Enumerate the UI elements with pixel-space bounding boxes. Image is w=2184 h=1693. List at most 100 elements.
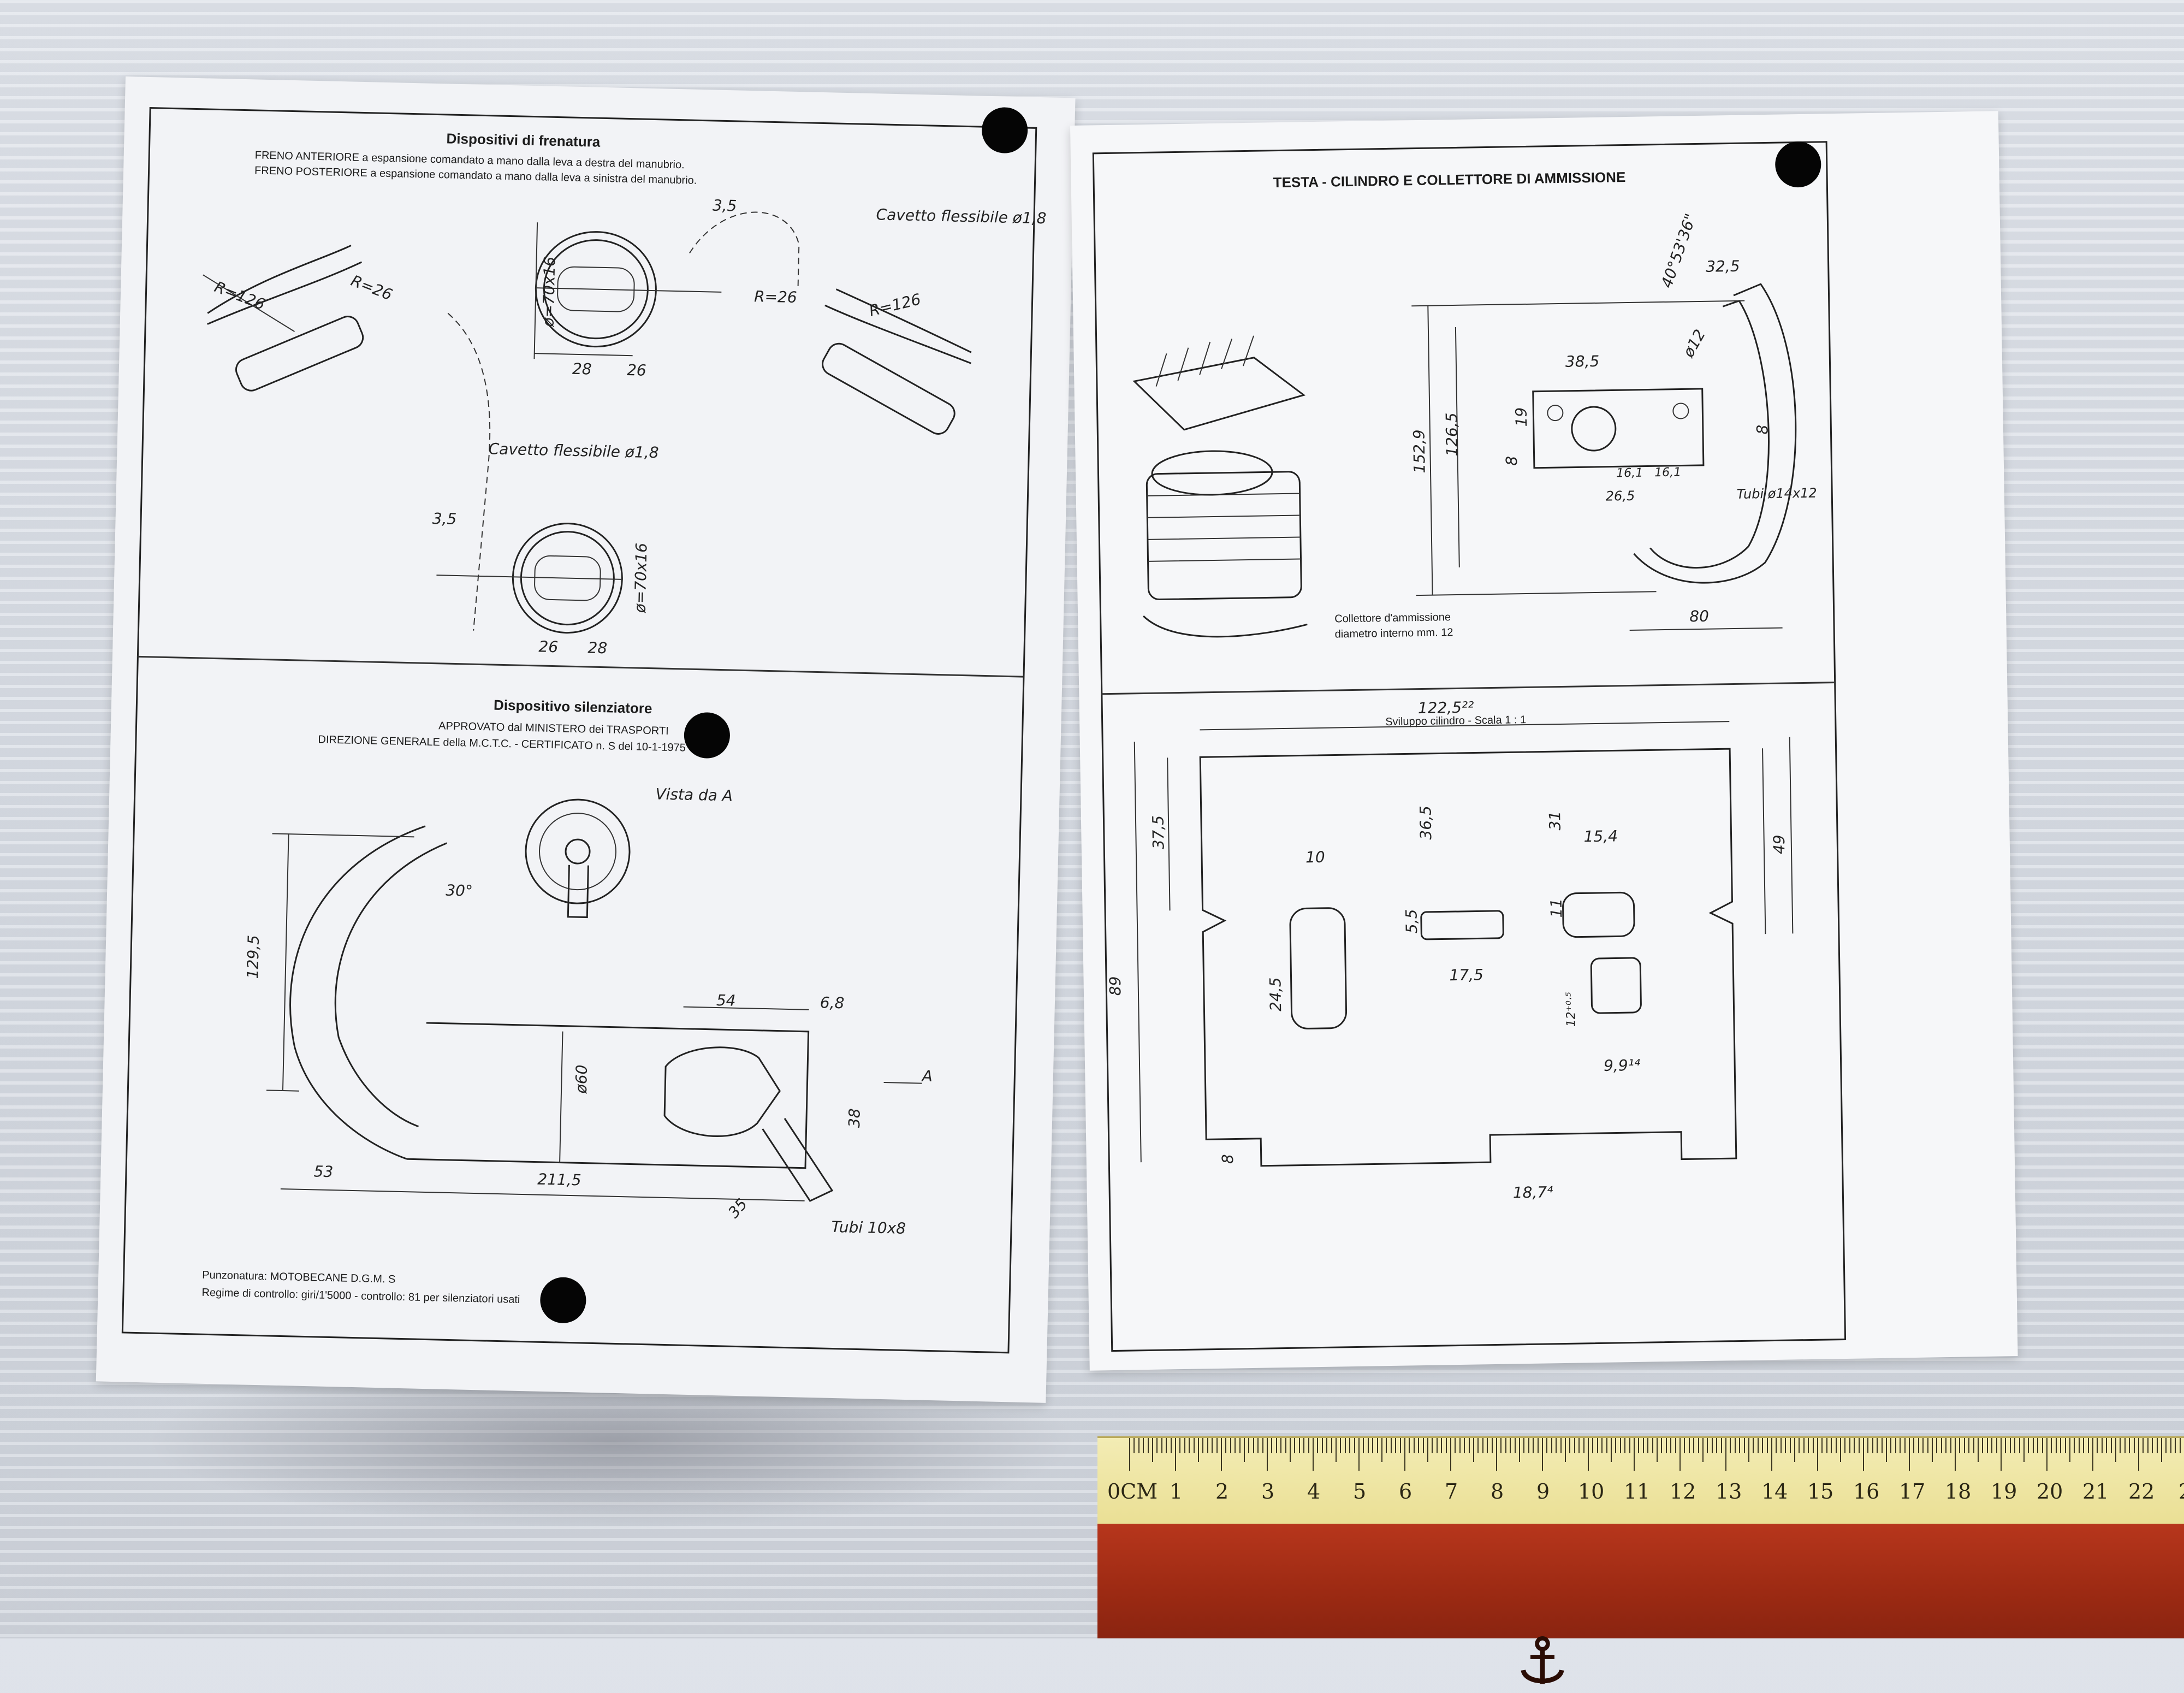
ruler-tick xyxy=(1138,1438,1140,1453)
ruler-tick xyxy=(1294,1438,1296,1453)
ruler-tick xyxy=(1537,1438,1539,1453)
ruler-tick xyxy=(1950,1438,1951,1453)
ruler-tick xyxy=(1225,1438,1227,1453)
ruler-tick xyxy=(1776,1438,1777,1453)
dim-6-8: 6,8 xyxy=(820,993,845,1013)
ruler-tick xyxy=(1748,1438,1749,1462)
ruler-tick xyxy=(1592,1438,1594,1453)
ruler-tick xyxy=(1881,1438,1883,1453)
ruler-tick xyxy=(1510,1438,1511,1453)
dim-49: 49 xyxy=(1770,834,1789,855)
ruler-tick xyxy=(2133,1438,2135,1453)
ruler-tick xyxy=(1730,1438,1731,1453)
dim-24-5: 24,5 xyxy=(1266,977,1285,1012)
ruler-tick xyxy=(1794,1438,1795,1462)
ruler-tick xyxy=(1321,1438,1323,1453)
ruler-tick xyxy=(1129,1438,1130,1471)
ruler-tick xyxy=(2005,1438,2007,1453)
ruler-tick xyxy=(1725,1438,1726,1471)
ruler-tick xyxy=(1230,1438,1231,1453)
ruler-tick xyxy=(1675,1438,1676,1453)
dim-8-left: 8 xyxy=(1503,455,1521,466)
ruler-tick xyxy=(1404,1438,1405,1471)
ruler-tick xyxy=(1844,1438,1846,1453)
ruler-tick xyxy=(1968,1438,1970,1453)
ruler-tick xyxy=(1253,1438,1254,1453)
ruler-tick xyxy=(1757,1438,1759,1453)
muffler-title: Dispositivo silenziatore xyxy=(493,696,652,717)
ruler-tick xyxy=(1505,1438,1506,1453)
ruler-tick xyxy=(1583,1438,1584,1453)
ruler-tick xyxy=(1367,1438,1369,1453)
dim-11: 11 xyxy=(1547,898,1566,918)
ruler-tick xyxy=(1720,1438,1722,1453)
ruler-tick xyxy=(1858,1438,1860,1453)
ruler-tick xyxy=(1207,1438,1208,1453)
ruler-tick xyxy=(1358,1438,1360,1471)
ruler-tick xyxy=(1886,1438,1887,1462)
ruler-tick xyxy=(2069,1438,2070,1462)
ruler-tick xyxy=(1661,1438,1663,1453)
ruler-tick xyxy=(2115,1438,2116,1462)
dim-18-7: 18,7⁴ xyxy=(1512,1183,1553,1202)
ruler-tick xyxy=(1606,1438,1607,1453)
dim-30-deg: 30° xyxy=(445,881,473,900)
ruler-tick xyxy=(1147,1438,1149,1453)
ruler-tick xyxy=(1932,1438,1933,1462)
ruler-tick xyxy=(1927,1438,1928,1453)
ruler-tick xyxy=(1771,1438,1772,1471)
ruler-tick xyxy=(1184,1438,1185,1453)
ruler-number: 21 xyxy=(2082,1479,2109,1503)
dim-8-bottom: 8 xyxy=(1219,1154,1237,1164)
ruler-tick xyxy=(1785,1438,1787,1453)
ruler-tick xyxy=(1216,1438,1218,1453)
dim-9-9: 9,9¹⁴ xyxy=(1603,1056,1641,1075)
ruler-tick xyxy=(1831,1438,1832,1453)
ruler-tick xyxy=(1386,1438,1387,1453)
ruler-tick xyxy=(1193,1438,1195,1453)
ruler-tick xyxy=(1766,1438,1768,1453)
ruler-tick xyxy=(1298,1438,1300,1453)
dim-26-top: 26 xyxy=(626,360,647,380)
ruler-tick xyxy=(1753,1438,1754,1453)
cable-mid-label: Cavetto flessibile ø1,8 xyxy=(488,440,659,462)
ruler-tick xyxy=(1693,1438,1695,1453)
ruler-tick xyxy=(1780,1438,1782,1453)
ruler-tick xyxy=(1821,1438,1823,1453)
ruler-tick xyxy=(2009,1438,2011,1453)
ruler-tick xyxy=(1491,1438,1493,1453)
ruler-tick xyxy=(1624,1438,1626,1453)
ruler-tick xyxy=(2101,1438,2103,1453)
ruler-tick xyxy=(1170,1438,1172,1453)
dim-16-1-b: 16,1 xyxy=(1654,465,1682,480)
ruler-tick xyxy=(1551,1438,1552,1453)
ruler-tick xyxy=(1179,1438,1181,1453)
ruler-tick xyxy=(1354,1438,1355,1453)
ruler-number: 20 xyxy=(2037,1479,2063,1503)
ruler-number: 16 xyxy=(1853,1479,1880,1503)
ruler-tick xyxy=(1239,1438,1241,1453)
ruler-tick xyxy=(2143,1438,2144,1453)
view-label: Vista da A xyxy=(655,785,733,805)
ruler-tick xyxy=(1734,1438,1736,1453)
tubi-label: Tubi 10x8 xyxy=(831,1217,906,1238)
dim-26-bot: 26 xyxy=(538,637,559,656)
ruler-tick xyxy=(1546,1438,1548,1453)
ruler-tick xyxy=(1955,1438,1956,1471)
ruler-number: 8 xyxy=(1491,1479,1504,1503)
ruler-tick xyxy=(1340,1438,1342,1453)
ruler-tick xyxy=(1221,1438,1222,1471)
ruler-tick xyxy=(1413,1438,1415,1453)
ruler-tick xyxy=(1978,1438,1979,1462)
ruler-tick xyxy=(1574,1438,1575,1453)
ruler-tick xyxy=(1381,1438,1382,1462)
ruler-tick xyxy=(2001,1438,2002,1471)
ruler-tick xyxy=(1601,1438,1603,1453)
ruler-number: 18 xyxy=(1945,1479,1972,1503)
dim-3-5-bot: 3,5 xyxy=(432,509,457,528)
ruler-tick xyxy=(2175,1438,2176,1453)
ruler-tick xyxy=(1422,1438,1424,1453)
ruler-tick xyxy=(1904,1438,1906,1453)
dim-38: 38 xyxy=(845,1108,864,1128)
ruler-tick xyxy=(1665,1438,1667,1453)
